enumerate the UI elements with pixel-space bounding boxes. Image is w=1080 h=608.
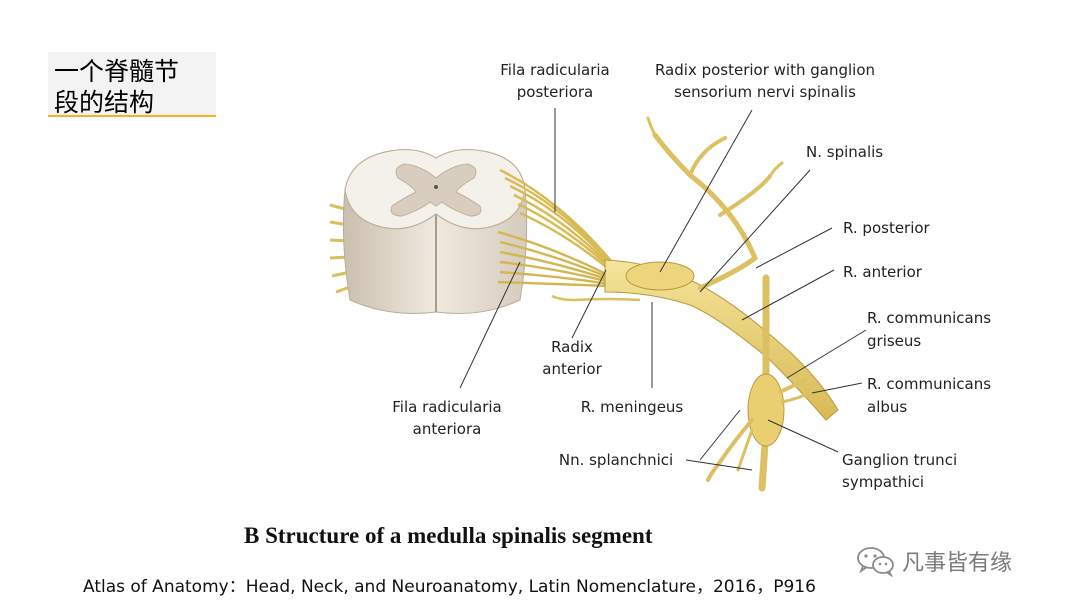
label-radix-anterior-2: anterior (542, 360, 602, 378)
slide-title: 一个脊髓节 段的结构 (54, 56, 179, 118)
sympathetic-trunk (706, 274, 814, 492)
diagram-labels: Fila radicularia posteriora Radix poster… (392, 61, 991, 491)
label-radix-posterior-1: Radix posterior with ganglion (655, 61, 875, 79)
label-r-posterior: R. posterior (843, 219, 931, 237)
label-fila-posteriora-2: posteriora (517, 83, 594, 101)
title-underline (48, 115, 216, 117)
watermark: 凡事皆有缘 (856, 543, 1012, 579)
label-r-comm-griseus-1: R. communicans (867, 309, 991, 327)
label-ganglion-trunci-2: sympathici (842, 473, 924, 491)
ramus-posterior (646, 116, 784, 291)
label-r-comm-griseus-2: griseus (867, 332, 921, 350)
label-ganglion-trunci-1: Ganglion trunci (842, 451, 957, 469)
label-fila-anteriora-2: anteriora (413, 420, 482, 438)
label-r-meningeus: R. meningeus (581, 398, 684, 416)
label-r-anterior: R. anterior (843, 263, 923, 281)
posterior-rootlets (499, 168, 613, 273)
label-n-spinalis: N. spinalis (806, 143, 883, 161)
label-radix-posterior-2: sensorium nervi spinalis (674, 83, 856, 101)
label-r-comm-albus-1: R. communicans (867, 375, 991, 393)
title-background (48, 52, 216, 116)
label-fila-posteriora-1: Fila radicularia (500, 61, 610, 79)
source-citation: Atlas of Anatomy：Head, Neck, and Neuroan… (83, 577, 816, 597)
gray-matter (390, 163, 482, 217)
watermark-text: 凡事皆有缘 (902, 551, 1013, 576)
figure-caption: B Structure of a medulla spinalis segmen… (244, 523, 653, 548)
ramus-meningeus (551, 294, 641, 302)
label-fila-anteriora-1: Fila radicularia (392, 398, 502, 416)
label-r-comm-albus-2: albus (867, 398, 907, 416)
label-radix-anterior-1: Radix (551, 338, 593, 356)
label-nn-splanchnici: Nn. splanchnici (559, 451, 673, 469)
wechat-icon (857, 547, 894, 577)
anterior-rootlets (497, 230, 611, 288)
leader-lines (459, 108, 867, 471)
spinal-cord-segment (329, 148, 528, 314)
slide-title-line-2: 段的结构 (54, 88, 155, 117)
spinal-nerve (604, 259, 839, 421)
slide-title-line-1: 一个脊髓节 (54, 57, 180, 86)
